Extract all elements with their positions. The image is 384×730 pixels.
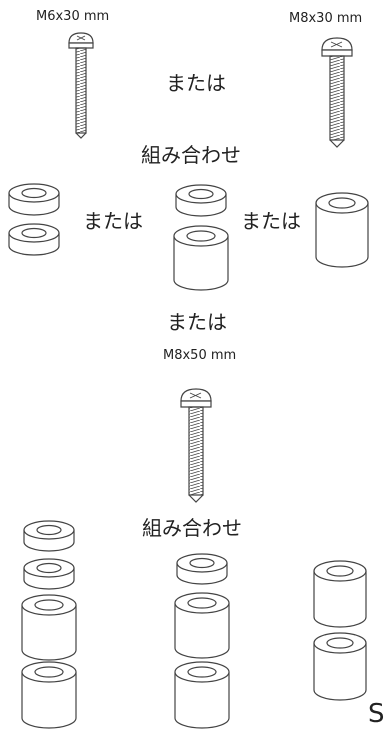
spacer-stack-middle-icon	[175, 554, 229, 728]
or-text-4: または	[167, 310, 227, 334]
spacer-stack-right-icon	[314, 561, 366, 700]
partial-letter: S	[368, 699, 384, 729]
combination-text-2: 組み合わせ	[142, 516, 242, 540]
screw-m8x50-icon	[181, 389, 211, 502]
short-over-long-spacer-icon	[174, 185, 228, 290]
screw-m8x30-label: M8x30 mm	[289, 11, 363, 26]
spacer-stack-left-icon	[22, 521, 76, 728]
or-text-3: または	[241, 209, 301, 233]
screw-m6x30-label: M6x30 mm	[36, 9, 110, 24]
long-spacer-right-icon	[316, 193, 368, 267]
screw-m8x30-icon	[322, 38, 352, 147]
or-text-1: または	[166, 71, 226, 95]
combination-text-1: 組み合わせ	[141, 143, 241, 167]
screw-m6x30-icon	[69, 33, 93, 138]
short-spacer-pair-left-icon	[9, 184, 59, 255]
screw-m8x50-label: M8x50 mm	[163, 348, 237, 363]
or-text-2: または	[83, 209, 143, 233]
